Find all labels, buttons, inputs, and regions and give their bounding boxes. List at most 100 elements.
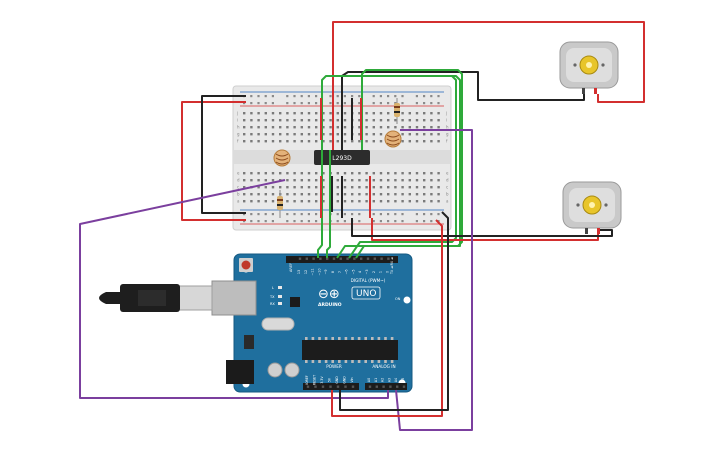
rail-hole[interactable] xyxy=(401,220,404,223)
breadboard-hole[interactable] xyxy=(307,140,311,143)
breadboard-hole[interactable] xyxy=(300,186,303,189)
power-pin[interactable] xyxy=(336,385,340,388)
breadboard-hole[interactable] xyxy=(423,140,426,143)
breadboard-hole[interactable] xyxy=(271,186,275,189)
breadboard-hole[interactable] xyxy=(372,179,375,182)
digital-pin[interactable] xyxy=(380,257,383,260)
rail-hole[interactable] xyxy=(286,95,289,98)
breadboard-hole[interactable] xyxy=(372,133,375,136)
breadboard-hole[interactable] xyxy=(415,119,419,122)
rail-hole[interactable] xyxy=(250,95,253,98)
rail-hole[interactable] xyxy=(307,220,310,223)
breadboard-hole[interactable] xyxy=(343,126,347,129)
breadboard-hole[interactable] xyxy=(343,193,347,196)
wire-red-left-rail[interactable] xyxy=(181,101,246,221)
breadboard-hole[interactable] xyxy=(401,172,404,175)
dc-motor-top[interactable] xyxy=(559,41,619,94)
rail-hole[interactable] xyxy=(394,220,397,223)
breadboard-hole[interactable] xyxy=(300,193,303,196)
breadboard-hole[interactable] xyxy=(423,172,426,175)
rail-hole[interactable] xyxy=(387,102,390,105)
breadboard-hole[interactable] xyxy=(437,186,440,189)
breadboard-hole[interactable] xyxy=(372,186,375,189)
rail-hole[interactable] xyxy=(243,213,246,216)
breadboard-hole[interactable] xyxy=(387,193,390,196)
breadboard-hole[interactable] xyxy=(379,119,383,122)
breadboard-hole[interactable] xyxy=(307,126,311,129)
rail-hole[interactable] xyxy=(264,213,267,216)
rail-hole[interactable] xyxy=(250,102,253,105)
rail-hole[interactable] xyxy=(257,95,260,98)
breadboard-hole[interactable] xyxy=(379,193,383,196)
rail-hole[interactable] xyxy=(415,102,418,105)
breadboard-hole[interactable] xyxy=(401,186,404,189)
breadboard-hole[interactable] xyxy=(415,172,419,175)
breadboard-hole[interactable] xyxy=(264,133,267,136)
rail-hole[interactable] xyxy=(372,213,375,216)
rail-hole[interactable] xyxy=(372,102,375,105)
breadboard-hole[interactable] xyxy=(293,193,296,196)
rail-hole[interactable] xyxy=(379,213,382,216)
breadboard-hole[interactable] xyxy=(358,193,361,196)
analog-pin[interactable] xyxy=(389,385,392,388)
breadboard-hole[interactable] xyxy=(365,186,368,189)
breadboard-hole[interactable] xyxy=(300,179,303,182)
breadboard-hole[interactable] xyxy=(430,193,433,196)
breadboard-hole[interactable] xyxy=(394,200,397,203)
breadboard-hole[interactable] xyxy=(307,186,311,189)
breadboard-hole[interactable] xyxy=(293,126,296,129)
breadboard-hole[interactable] xyxy=(336,193,339,196)
rail-hole[interactable] xyxy=(343,220,346,223)
rail-hole[interactable] xyxy=(387,95,390,98)
wire-green-4[interactable] xyxy=(355,69,463,259)
breadboard-hole[interactable] xyxy=(257,140,260,143)
breadboard-hole[interactable] xyxy=(286,126,289,129)
digital-pin[interactable] xyxy=(312,257,315,260)
breadboard-hole[interactable] xyxy=(401,119,404,122)
breadboard-hole[interactable] xyxy=(293,119,296,122)
breadboard-hole[interactable] xyxy=(401,126,404,129)
rail-hole[interactable] xyxy=(293,220,296,223)
breadboard-hole[interactable] xyxy=(437,200,440,203)
breadboard-hole[interactable] xyxy=(379,172,383,175)
breadboard-hole[interactable] xyxy=(401,193,404,196)
breadboard-hole[interactable] xyxy=(315,172,318,175)
breadboard-hole[interactable] xyxy=(293,172,296,175)
breadboard-hole[interactable] xyxy=(423,112,426,115)
analog-header[interactable] xyxy=(365,383,407,390)
breadboard-hole[interactable] xyxy=(394,119,397,122)
rail-hole[interactable] xyxy=(307,102,310,105)
breadboard-hole[interactable] xyxy=(365,140,368,143)
rail-hole[interactable] xyxy=(257,102,260,105)
breadboard-hole[interactable] xyxy=(322,186,325,189)
breadboard-hole[interactable] xyxy=(243,112,246,115)
wire-black-gnd[interactable] xyxy=(339,211,449,411)
rail-hole[interactable] xyxy=(307,95,310,98)
breadboard-hole[interactable] xyxy=(365,119,368,122)
power-pin[interactable] xyxy=(351,385,355,388)
breadboard-hole[interactable] xyxy=(365,200,368,203)
breadboard-hole[interactable] xyxy=(358,112,361,115)
digital-pin[interactable] xyxy=(366,257,370,260)
rail-hole[interactable] xyxy=(423,220,426,223)
breadboard-hole[interactable] xyxy=(372,193,375,196)
analog-pin[interactable] xyxy=(368,385,372,388)
breadboard-hole[interactable] xyxy=(401,179,404,182)
breadboard-hole[interactable] xyxy=(394,126,397,129)
wire-black-bottom-motor[interactable] xyxy=(351,218,613,237)
rail-hole[interactable] xyxy=(379,220,382,223)
rail-hole[interactable] xyxy=(315,213,318,216)
breadboard-hole[interactable] xyxy=(315,119,318,122)
breadboard-hole[interactable] xyxy=(257,172,260,175)
rail-hole[interactable] xyxy=(243,102,246,105)
wire-purple-left-sensor[interactable] xyxy=(79,179,389,399)
breadboard-hole[interactable] xyxy=(430,172,433,175)
breadboard-hole[interactable] xyxy=(243,179,246,182)
rail-hole[interactable] xyxy=(358,220,361,223)
l293d-chip[interactable]: L293D xyxy=(314,150,370,165)
breadboard-hole[interactable] xyxy=(351,140,354,143)
breadboard-hole[interactable] xyxy=(437,140,440,143)
breadboard-hole[interactable] xyxy=(329,126,332,129)
breadboard-hole[interactable] xyxy=(286,172,289,175)
breadboard-hole[interactable] xyxy=(372,172,375,175)
